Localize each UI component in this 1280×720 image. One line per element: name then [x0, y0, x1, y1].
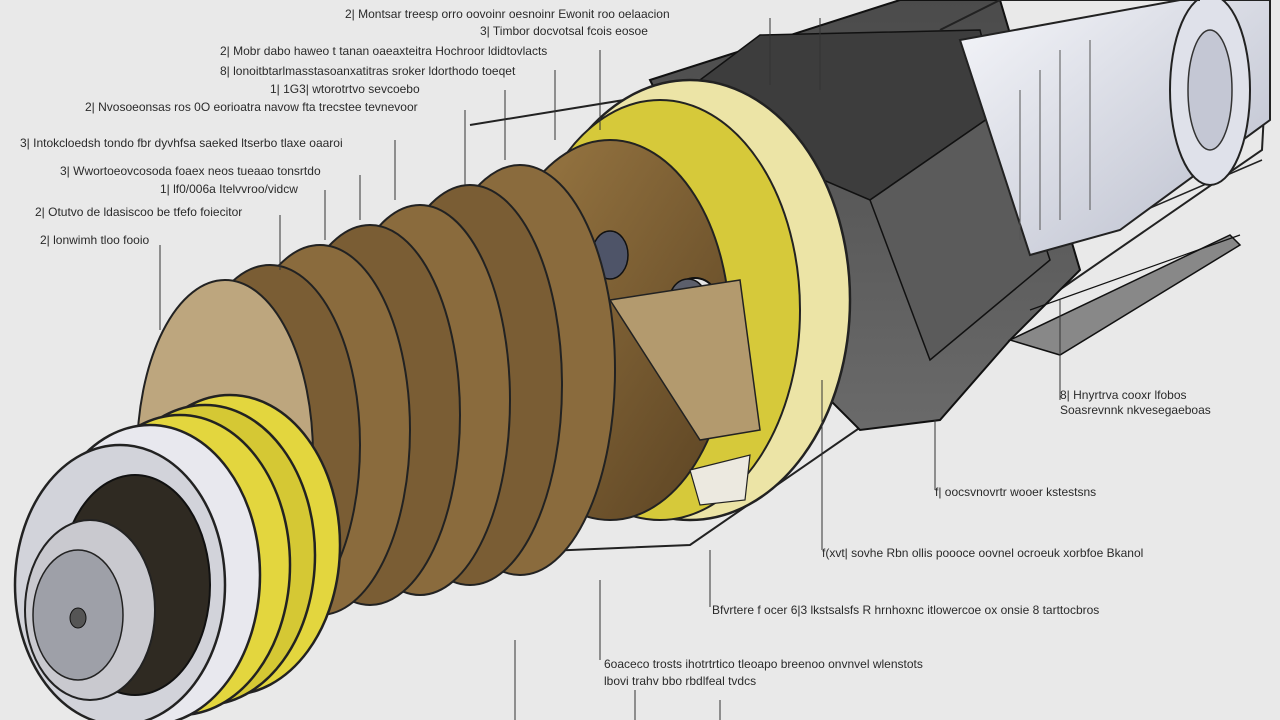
callout-label: 3| Intokcloedsh tondo fbr dyvhfsa saeked…	[20, 136, 343, 150]
callout-label: 3| Wwortoeovcosoda foaex neos tueaao ton…	[60, 164, 321, 178]
callout-label: 1| 1G3| wtorotrtvo sevcoebo	[270, 82, 420, 96]
leader-lines-left	[159, 18, 821, 330]
front-end-cap	[13, 443, 227, 720]
callout-label: 2| Otutvo de ldasiscoo be tfefo foiecito…	[35, 205, 243, 219]
callout-label: 3| Timbor docvotsal fcois eosoe	[480, 24, 648, 38]
callout-label: 8| Hnyrtrva cooxr lfobos	[1060, 388, 1187, 402]
callout-label: 2| lonwimh tloo fooio	[40, 233, 150, 247]
inner-mechanism	[591, 230, 761, 506]
callout-label: Bfvrtere f ocer 6|3 lkstsalsfs R hrnhoxn…	[712, 603, 1100, 617]
callout-label: 2| Montsar treesp orro oovoinr oesnoinr …	[345, 7, 670, 21]
callout-label: 2| Mobr dabo haweo t tanan oaeaxteitra H…	[220, 44, 548, 58]
end-cylinder	[939, 0, 1271, 257]
callout-label: Soasrevnnk nkvesegaeboas	[1060, 403, 1211, 417]
callout-label: 2| Nvosoeonsas ros 0O eorioatra navow ft…	[85, 100, 418, 114]
callout-label: 1| lf0/006a Itelvvroo/vidcw	[160, 182, 298, 196]
callout-label: lbovi trahv bbo rbdlfeal tvdcs	[604, 674, 757, 688]
callout-label: 6oaceco trosts ihotrtrtico tleoapo breen…	[604, 657, 923, 671]
callout-label: f(xvt| sovhe Rbn ollis poooce oovnel ocr…	[822, 546, 1144, 560]
callout-label: f| oocsvnovrtr wooer kstestsns	[935, 485, 1097, 499]
leader-lines-right	[514, 300, 1061, 720]
callout-label: 8| lonoitbtarlmasstasoanxatitras sroker …	[220, 64, 516, 78]
